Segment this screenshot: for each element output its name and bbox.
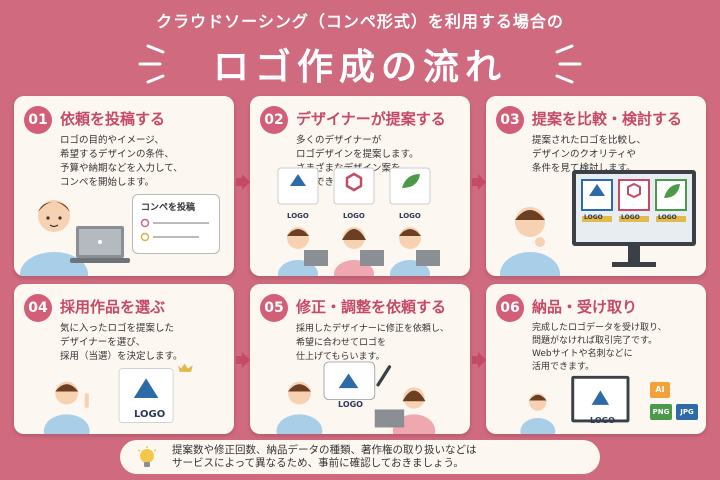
checklist-icon [140,218,209,242]
note-text: 提案数や修正回数、納品データの種類、著作権の取り扱いなどは サービスによって異な… [172,444,477,469]
bubble-label: コンペを投稿 [141,203,196,213]
logo-text: LOGO [658,214,677,221]
logo-text: LOGO [287,212,309,220]
revision-illustration [276,361,436,434]
file-badge-png: PNG [650,404,672,420]
logo-text: LOGO [621,214,640,221]
step-card-01: 01 依頼を投稿する ロゴの目的やイメージ、希望するデザインの条件、 予算や納期… [14,96,234,276]
step-title: 納品・受け取り [532,298,638,316]
note-banner: 提案数や修正回数、納品データの種類、著作権の取り扱いなどは サービスによって異な… [120,440,600,474]
step-title: 修正・調整を依頼する [296,298,447,316]
arrow-right-icon [472,174,486,190]
designers-illustration [277,167,440,276]
title-spark-right [555,44,582,84]
step-title: デザイナーが提案する [296,110,446,128]
arrow-right-icon [236,352,250,368]
lightbulb-icon [137,446,157,467]
logo-text: LOGO [343,212,365,220]
title-spark-left [138,44,165,84]
compare-monitor-illustration [500,170,696,276]
step-number: 06 [496,294,524,322]
logo-text: LOGO [338,400,363,409]
page-subtitle: クラウドソーシング（コンペ形式）を利用する場合の [156,12,564,31]
page-title: ロゴ作成の流れ [212,47,507,88]
step-description: ロゴの目的やイメージ、希望するデザインの条件、 予算や納期などを入力して、コンペ… [60,135,183,188]
step-description: 提案されたロゴを比較し、デザインのクオリティや 条件を見て検討します。 [532,135,647,174]
arrow-right-icon [236,174,250,190]
step-card-03: 03 提案を比較・検討する 提案されたロゴを比較し、デザインのクオリティや 条件… [486,96,706,276]
step-card-06: 06 納品・受け取り 完成したロゴデータを受け取り、問題がなければ取引完了です。… [486,284,706,434]
step-card-04: 04 採用作品を選ぶ 気に入ったロゴを提案したデザイナーを選び、 採用（当選）を… [14,284,234,434]
logo-text: LOGO [134,409,166,420]
step-title: 依頼を投稿する [60,110,166,128]
step-description: 採用したデザイナーに修正を依頼し、希望に合わせてロゴを 仕上げてもらいます。 [296,324,449,362]
file-badge-ai: AI [650,382,670,398]
arrow-right-icon [472,352,486,368]
file-badge-jpg: JPG [676,404,698,420]
step-number: 03 [496,106,524,134]
step-number: 02 [260,106,288,134]
step-title: 採用作品を選ぶ [60,298,166,316]
delivery-illustration [520,375,630,434]
step-description: 完成したロゴデータを受け取り、問題がなければ取引完了です。 Webサイトや名刺な… [532,323,667,372]
step-number: 04 [24,294,52,322]
logo-text: LOGO [584,214,603,221]
post-bubble: コンペを投稿 [132,194,220,254]
step-card-05: 05 修正・調整を依頼する 採用したデザイナーに修正を依頼し、希望に合わせてロゴ… [250,284,470,434]
logo-text: LOGO [590,416,615,425]
person-laptop-illustration [20,200,130,276]
logo-text: LOGO [399,212,421,220]
step-title: 提案を比較・検討する [532,110,683,128]
select-winner-illustration [43,363,193,434]
step-number: 05 [260,294,288,322]
step-description: 気に入ったロゴを提案したデザイナーを選び、 採用（当選）を決定します。 [60,323,183,362]
step-number: 01 [24,106,52,134]
